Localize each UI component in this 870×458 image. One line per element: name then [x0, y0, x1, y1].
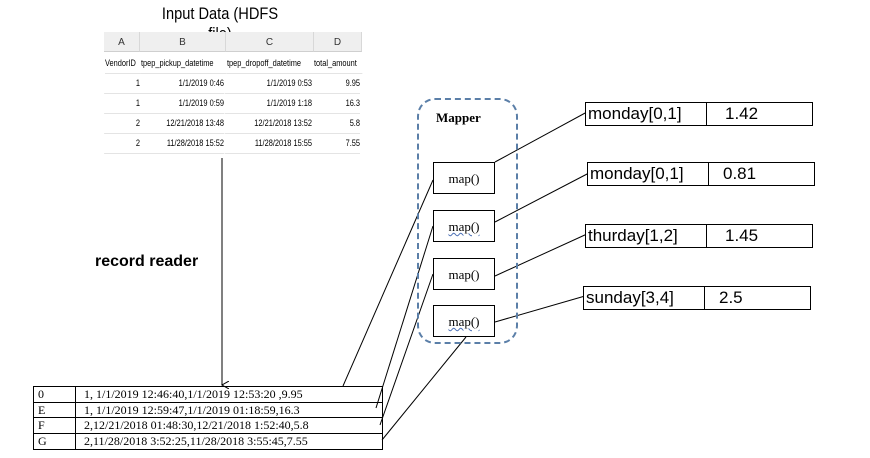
output-key: sunday[3,4]	[584, 287, 705, 309]
table-cell: 11/28/2018 15:55	[224, 134, 312, 154]
record-key: 0	[34, 387, 76, 402]
table-row: G 2,11/28/2018 3:52:25,11/28/2018 3:55:4…	[34, 433, 382, 449]
map-label: map()	[448, 171, 480, 186]
table-row: E 1, 1/1/2019 12:59:47,1/1/2019 01:18:59…	[34, 402, 382, 418]
column-letter-d: D	[314, 32, 362, 52]
record-key: E	[34, 402, 76, 417]
output-value: 0.81	[723, 164, 757, 183]
record-value: 2,12/21/2018 01:48:30,12/21/2018 1:52:40…	[84, 418, 309, 432]
table-cell: 1	[104, 94, 140, 114]
record-key: F	[34, 418, 76, 433]
table-cell: 1/1/2019 0:59	[138, 94, 224, 114]
mapper-container	[417, 98, 518, 344]
table-cell: 2	[104, 134, 140, 154]
column-letter-c: C	[226, 32, 314, 52]
output-value: 1.45	[725, 226, 759, 245]
record-value: 1, 1/1/2019 12:59:47,1/1/2019 01:18:59,1…	[84, 402, 300, 417]
output-pair-1: monday[0,1] 1.42	[585, 102, 813, 126]
table-row: 0 1, 1/1/2019 12:46:40,1/1/2019 12:53:20…	[34, 387, 382, 403]
record-reader-label: record reader	[95, 253, 199, 270]
header-total-amount: total_amount	[314, 54, 363, 74]
header-dropoff: tpep_dropoff_datetime	[227, 54, 315, 74]
output-value: 2.5	[719, 288, 743, 307]
table-cell: 12/21/2018 13:48	[138, 114, 224, 134]
connector-record-f-map-3	[379, 273, 434, 426]
map-function-1: map()	[433, 162, 495, 194]
table-cell: 1	[104, 74, 140, 94]
header-vendor-id: VendorID	[105, 54, 141, 74]
table-row: F 2,12/21/2018 01:48:30,12/21/2018 1:52:…	[34, 418, 382, 434]
table-cell: 7.55	[311, 134, 360, 154]
table-cell: 9.95	[311, 74, 360, 94]
map-label: map()	[448, 219, 480, 234]
connector-record-g-map-4	[381, 336, 467, 441]
connector-map-4-output-4	[494, 295, 586, 323]
table-cell: 5.8	[311, 114, 360, 134]
map-function-2: map()	[433, 210, 495, 242]
table-cell: 12/21/2018 13:52	[224, 114, 312, 134]
connector-record-e-map-2	[375, 225, 434, 409]
connector-map-3-output-3	[494, 233, 588, 277]
output-key: monday[0,1]	[586, 103, 707, 125]
output-key: monday[0,1]	[588, 163, 709, 185]
output-value: 1.42	[725, 104, 759, 123]
output-pair-2: monday[0,1] 0.81	[587, 162, 815, 186]
table-cell: 16.3	[311, 94, 360, 114]
record-key: G	[34, 433, 76, 449]
output-pair-3: thurday[1,2] 1.45	[585, 224, 813, 248]
column-letter-b: B	[140, 32, 226, 52]
table-cell: 1/1/2019 0:53	[224, 74, 312, 94]
connector-map-2-output-2	[494, 172, 590, 223]
mapper-label: Mapper	[436, 110, 481, 125]
header-pickup: tpep_pickup_datetime	[141, 54, 227, 74]
records-table: 0 1, 1/1/2019 12:46:40,1/1/2019 12:53:20…	[33, 386, 383, 450]
connector-map-1-output-1	[494, 111, 588, 163]
output-key: thurday[1,2]	[586, 225, 707, 247]
map-function-3: map()	[433, 258, 495, 290]
table-cell: 11/28/2018 15:52	[138, 134, 224, 154]
map-label: map()	[448, 314, 480, 329]
table-cell: 1/1/2019 0:46	[138, 74, 224, 94]
column-letter-a: A	[104, 32, 140, 52]
map-label: map()	[448, 267, 480, 282]
input-data-sheet: A B C D VendorID tpep_pickup_datetime tp…	[104, 32, 363, 154]
record-value: 1, 1/1/2019 12:46:40,1/1/2019 12:53:20 ,…	[84, 387, 303, 401]
output-pair-4: sunday[3,4] 2.5	[583, 286, 811, 310]
table-cell: 1/1/2019 1:18	[224, 94, 312, 114]
record-value: 2,11/28/2018 3:52:25,11/28/2018 3:55:45,…	[84, 433, 308, 448]
map-function-4: map()	[433, 305, 495, 337]
table-cell: 2	[104, 114, 140, 134]
